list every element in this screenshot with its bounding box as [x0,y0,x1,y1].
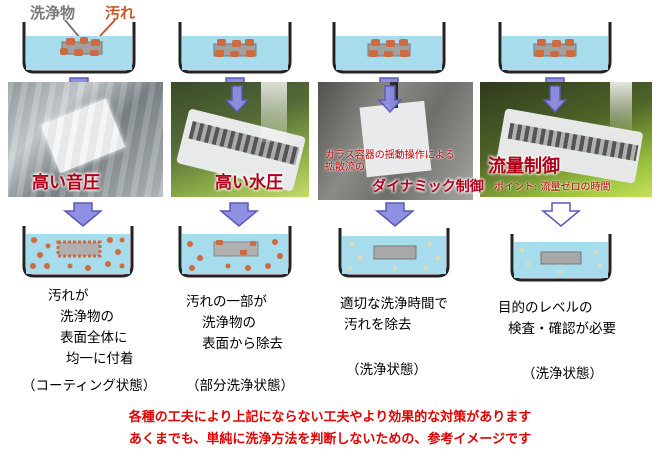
result-tank-coating [24,226,132,276]
result-state-2: （部分洗浄状態） [186,374,294,394]
down-arrow-4b-outline [543,203,579,226]
result-desc-2: 汚れの一部が 洗浄物の 表面から除去 [186,292,283,355]
result-tank-clean-3 [340,228,448,276]
result-state-4: （洗浄状態） [522,362,603,382]
result-desc-1: 汚れが 洗浄物の 表面全体に 均一に付着 [48,286,134,370]
result-desc-3: 適切な洗浄時間で 汚れを除去 [340,294,448,336]
result-state-3: （洗浄状態） [346,358,427,378]
footer-note-2: あくまでも、単純に洗浄方法を判断しないための、参考イメージです [0,428,660,447]
result-tank-partial [180,226,290,276]
footer-note-1: 各種の工夫により上記にならない工夫やより効果的な対策があります [0,406,660,425]
result-state-1: （コーティング状態） [22,374,156,394]
result-desc-4: 目的のレベルの 検査・確認が必要 [498,298,616,340]
result-tank-clean-4 [512,234,610,280]
